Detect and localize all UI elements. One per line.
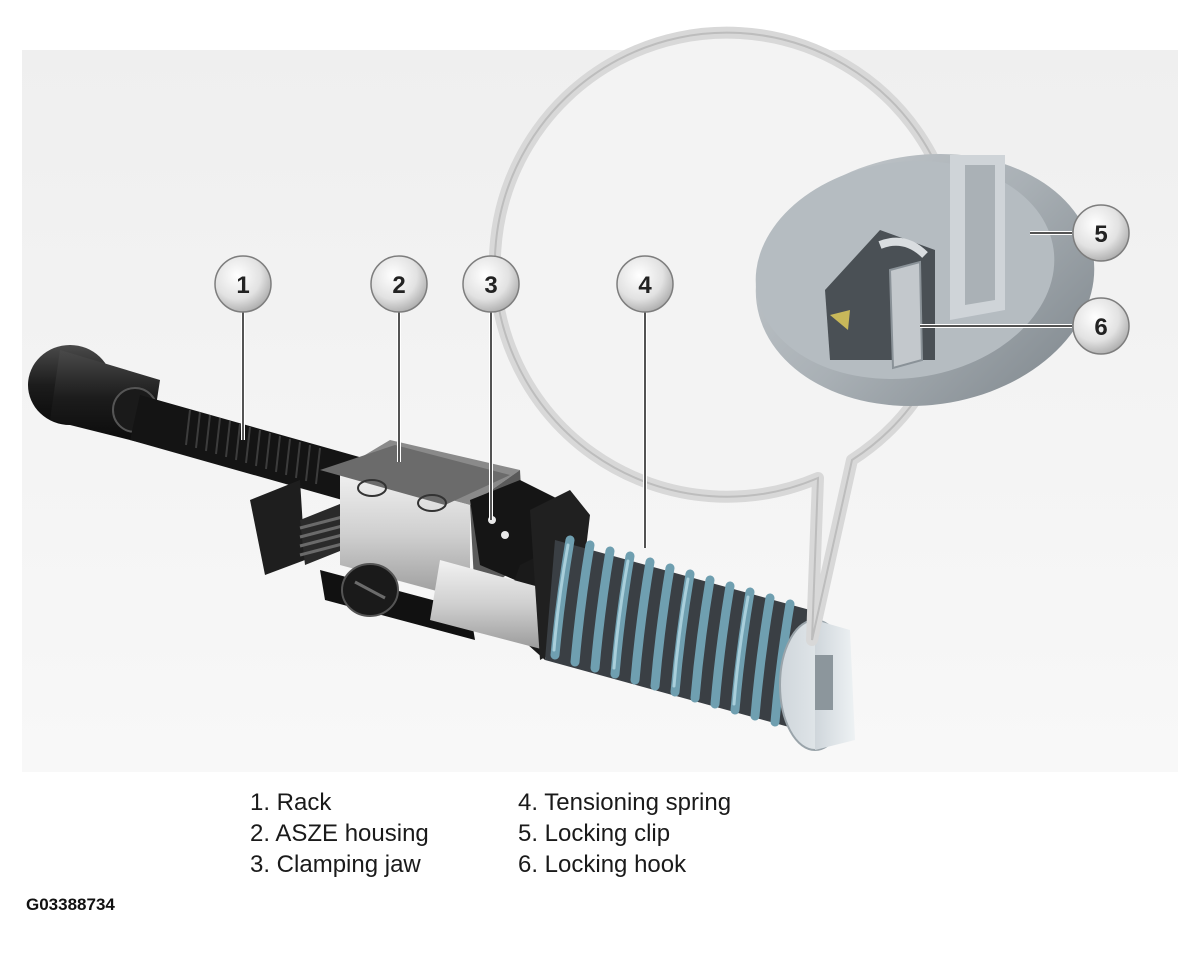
legend-column-left: 1. Rack 2. ASZE housing 3. Clamping jaw — [250, 787, 429, 880]
svg-text:6: 6 — [1094, 314, 1107, 341]
asze-housing — [320, 440, 525, 617]
spring-sleeve — [430, 560, 550, 650]
svg-text:1: 1 — [236, 272, 249, 299]
callout-3: 3 — [462, 255, 520, 313]
legend-column-right: 4. Tensioning spring 5. Locking clip 6. … — [518, 787, 731, 880]
legend-item-locking-hook: 6. Locking hook — [518, 851, 687, 878]
svg-text:4: 4 — [638, 272, 652, 299]
callout-6: 6 — [1072, 297, 1130, 355]
locking-hook-detail — [888, 260, 924, 370]
legend-item-rack: 1. Rack — [250, 789, 332, 816]
figure-id: G03388734 — [26, 895, 115, 914]
tensioner-assembly — [28, 345, 855, 751]
svg-text:3: 3 — [484, 272, 497, 299]
tensioning-spring — [545, 535, 810, 730]
svg-text:2: 2 — [392, 272, 405, 299]
legend-item-clamping-jaw: 3. Clamping jaw — [250, 851, 421, 878]
legend-item-asze-housing: 2. ASZE housing — [250, 820, 429, 847]
callout-5: 5 — [1072, 204, 1130, 262]
rack — [28, 345, 370, 505]
callout-4: 4 — [616, 255, 674, 313]
svg-text:5: 5 — [1094, 221, 1107, 248]
legend-item-locking-clip: 5. Locking clip — [518, 820, 671, 847]
callout-1: 1 — [214, 255, 272, 313]
legend-item-tensioning-spring: 4. Tensioning spring — [518, 789, 732, 816]
callout-2: 2 — [370, 255, 428, 313]
end-cap — [779, 619, 855, 751]
